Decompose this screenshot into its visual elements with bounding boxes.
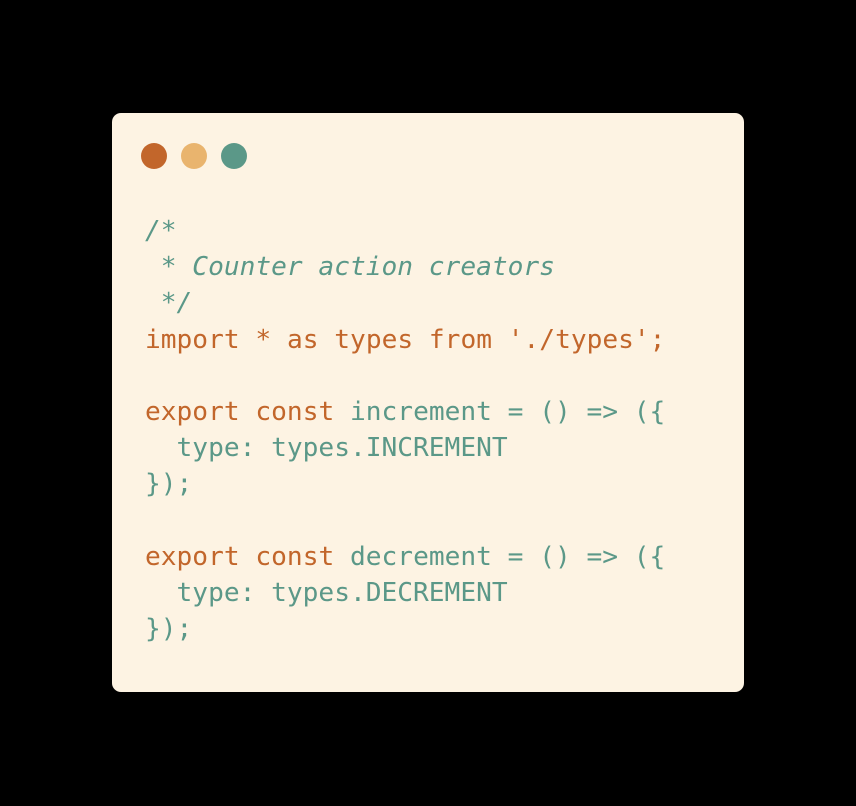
code-token-keyword: const: [255, 541, 335, 572]
code-token-comment: * Counter action creators: [145, 252, 555, 283]
code-token-plain: type: types.DECREMENT: [145, 577, 508, 608]
close-dot[interactable]: [141, 143, 167, 169]
code-line: * Counter action creators: [145, 249, 665, 285]
code-token-plain: [240, 397, 256, 427]
minimize-dot[interactable]: [181, 143, 207, 169]
code-token-plain: [240, 325, 256, 355]
code-line: });: [145, 466, 665, 502]
code-token-keyword: const: [255, 396, 335, 427]
code-token-keyword: export: [145, 396, 240, 427]
code-token-plain: [271, 325, 287, 355]
code-token-plain: increment = () => ({: [334, 396, 666, 427]
code-token-plain: });: [145, 469, 193, 500]
code-line: type: types.INCREMENT: [145, 430, 665, 466]
window-controls: [141, 143, 247, 169]
code-token-plain: [413, 325, 429, 355]
code-token-keyword: *: [255, 324, 272, 355]
code-block: /* * Counter action creators */import * …: [145, 213, 665, 647]
code-line: */: [145, 285, 665, 321]
code-token-keyword: as: [286, 324, 319, 355]
code-line: type: types.DECREMENT: [145, 575, 665, 611]
code-line: /*: [145, 213, 665, 249]
code-line: export const increment = () => ({: [145, 394, 665, 430]
maximize-dot[interactable]: [221, 143, 247, 169]
code-token-plain: });: [145, 614, 193, 645]
code-window: /* * Counter action creators */import * …: [112, 113, 744, 692]
code-token-plain: [319, 325, 335, 355]
code-token-comment: */: [145, 288, 193, 319]
code-token-comment: /*: [145, 216, 177, 246]
code-token-keyword: ;: [649, 324, 666, 355]
code-token-keyword: types: [334, 324, 414, 355]
code-line: [145, 358, 665, 394]
code-token-string: './types': [507, 324, 650, 355]
code-token-keyword: from: [428, 324, 492, 355]
code-line: export const decrement = () => ({: [145, 539, 665, 575]
code-token-plain: type: types.INCREMENT: [145, 433, 508, 464]
code-token-plain: [492, 325, 508, 355]
code-token-keyword: export: [145, 541, 240, 572]
code-line: import * as types from './types';: [145, 322, 665, 358]
code-token-plain: [240, 542, 256, 572]
code-token-plain: decrement = () => ({: [334, 541, 666, 572]
code-token-keyword: import: [145, 324, 240, 355]
code-line: });: [145, 611, 665, 647]
code-line: [145, 503, 665, 539]
